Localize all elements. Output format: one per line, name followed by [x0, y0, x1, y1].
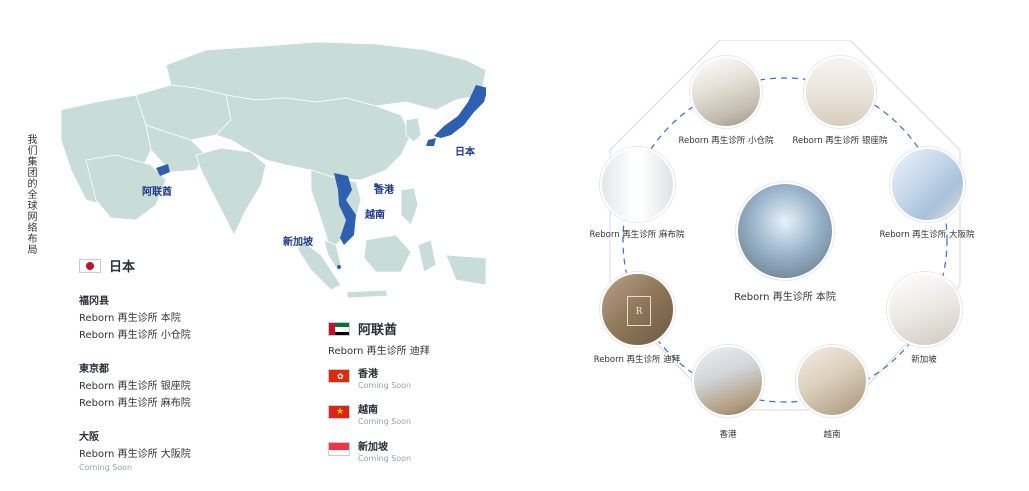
clinic-item: Reborn 再生诊所 银座院 — [79, 381, 191, 392]
japan-heading: 日本 — [79, 256, 135, 275]
map-label-singapore: 新加坡 — [283, 237, 313, 248]
japan-name: 日本 — [109, 260, 136, 275]
coming-soon-label: Coming Soon — [79, 463, 133, 472]
photo-azabu — [600, 147, 675, 222]
region-osaka: 大阪 Reborn 再生诊所 大阪院 Coming Soon — [79, 428, 191, 472]
map-label-uae: 阿联酋 — [142, 187, 172, 198]
singapore-flag-icon — [328, 442, 350, 456]
japan-flag-icon — [79, 258, 101, 273]
uae-flag-icon — [328, 321, 350, 336]
region-tokyo: 東京都 Reborn 再生诊所 银座院 Reborn 再生诊所 麻布院 — [79, 360, 191, 412]
clinic-item: Reborn 再生诊所 大阪院 — [79, 449, 191, 460]
label-vietnam: 越南 — [823, 430, 841, 440]
coming-soon-label: Coming Soon — [358, 381, 412, 390]
country-name: 新加坡 — [358, 442, 388, 453]
region-name: 大阪 — [79, 432, 99, 443]
photo-main-clinic — [736, 182, 834, 280]
photo-osaka — [890, 147, 965, 222]
photo-singapore — [887, 272, 962, 347]
region-name: 東京都 — [79, 364, 109, 375]
country-singapore: 新加坡 Coming Soon — [328, 441, 411, 463]
coming-soon-label: Coming Soon — [358, 454, 412, 463]
clinic-item: Reborn 再生诊所 本院 — [79, 313, 181, 324]
country-vietnam: ★ 越南 Coming Soon — [328, 404, 411, 426]
clinic-network-diagram: Reborn 再生诊所 本院 Reborn 再生诊所 小仓院 Reborn 再生… — [590, 40, 980, 450]
region-fukuoka: 福冈县 Reborn 再生诊所 本院 Reborn 再生诊所 小仓院 — [79, 292, 191, 344]
uae-heading: 阿联酋 — [328, 319, 397, 338]
photo-vietnam — [796, 345, 868, 417]
vietnam-flag-icon: ★ — [328, 405, 350, 419]
label-singapore: 新加坡 — [911, 355, 937, 365]
label-dubai: Reborn 再生诊所 迪拜 — [593, 355, 681, 365]
country-name: 香港 — [358, 369, 378, 380]
hongkong-flag-icon: ✿ — [328, 369, 350, 383]
photo-ginza — [804, 56, 876, 128]
label-kokura: Reborn 再生诊所 小仓院 — [678, 136, 774, 146]
country-hongkong: ✿ 香港 Coming Soon — [328, 368, 411, 390]
map-label-vietnam: 越南 — [365, 210, 385, 221]
label-hongkong: 香港 — [719, 430, 737, 440]
label-azabu: Reborn 再生诊所 麻布院 — [589, 230, 685, 240]
vertical-title: 我们集团的全球网络布局 — [25, 134, 36, 255]
uae-name: 阿联酋 — [358, 323, 398, 338]
label-ginza: Reborn 再生诊所 银座院 — [792, 136, 888, 146]
photo-kokura — [690, 56, 762, 128]
label-main-clinic: Reborn 再生诊所 本院 — [734, 292, 836, 303]
label-osaka: Reborn 再生诊所 大阪院 — [879, 230, 975, 240]
asia-map — [60, 41, 486, 299]
clinic-item: Reborn 再生诊所 麻布院 — [79, 398, 191, 409]
photo-dubai: R — [600, 272, 675, 347]
photo-hongkong — [692, 345, 764, 417]
map-label-japan: 日本 — [455, 147, 475, 158]
region-name: 福冈县 — [79, 296, 109, 307]
coming-soon-label: Coming Soon — [358, 417, 412, 426]
clinic-item: Reborn 再生诊所 小仓院 — [79, 330, 191, 341]
clinic-item-dubai: Reborn 再生诊所 迪拜 — [328, 346, 430, 357]
country-name: 越南 — [358, 405, 378, 416]
map-label-hongkong: 香港 — [374, 185, 394, 196]
